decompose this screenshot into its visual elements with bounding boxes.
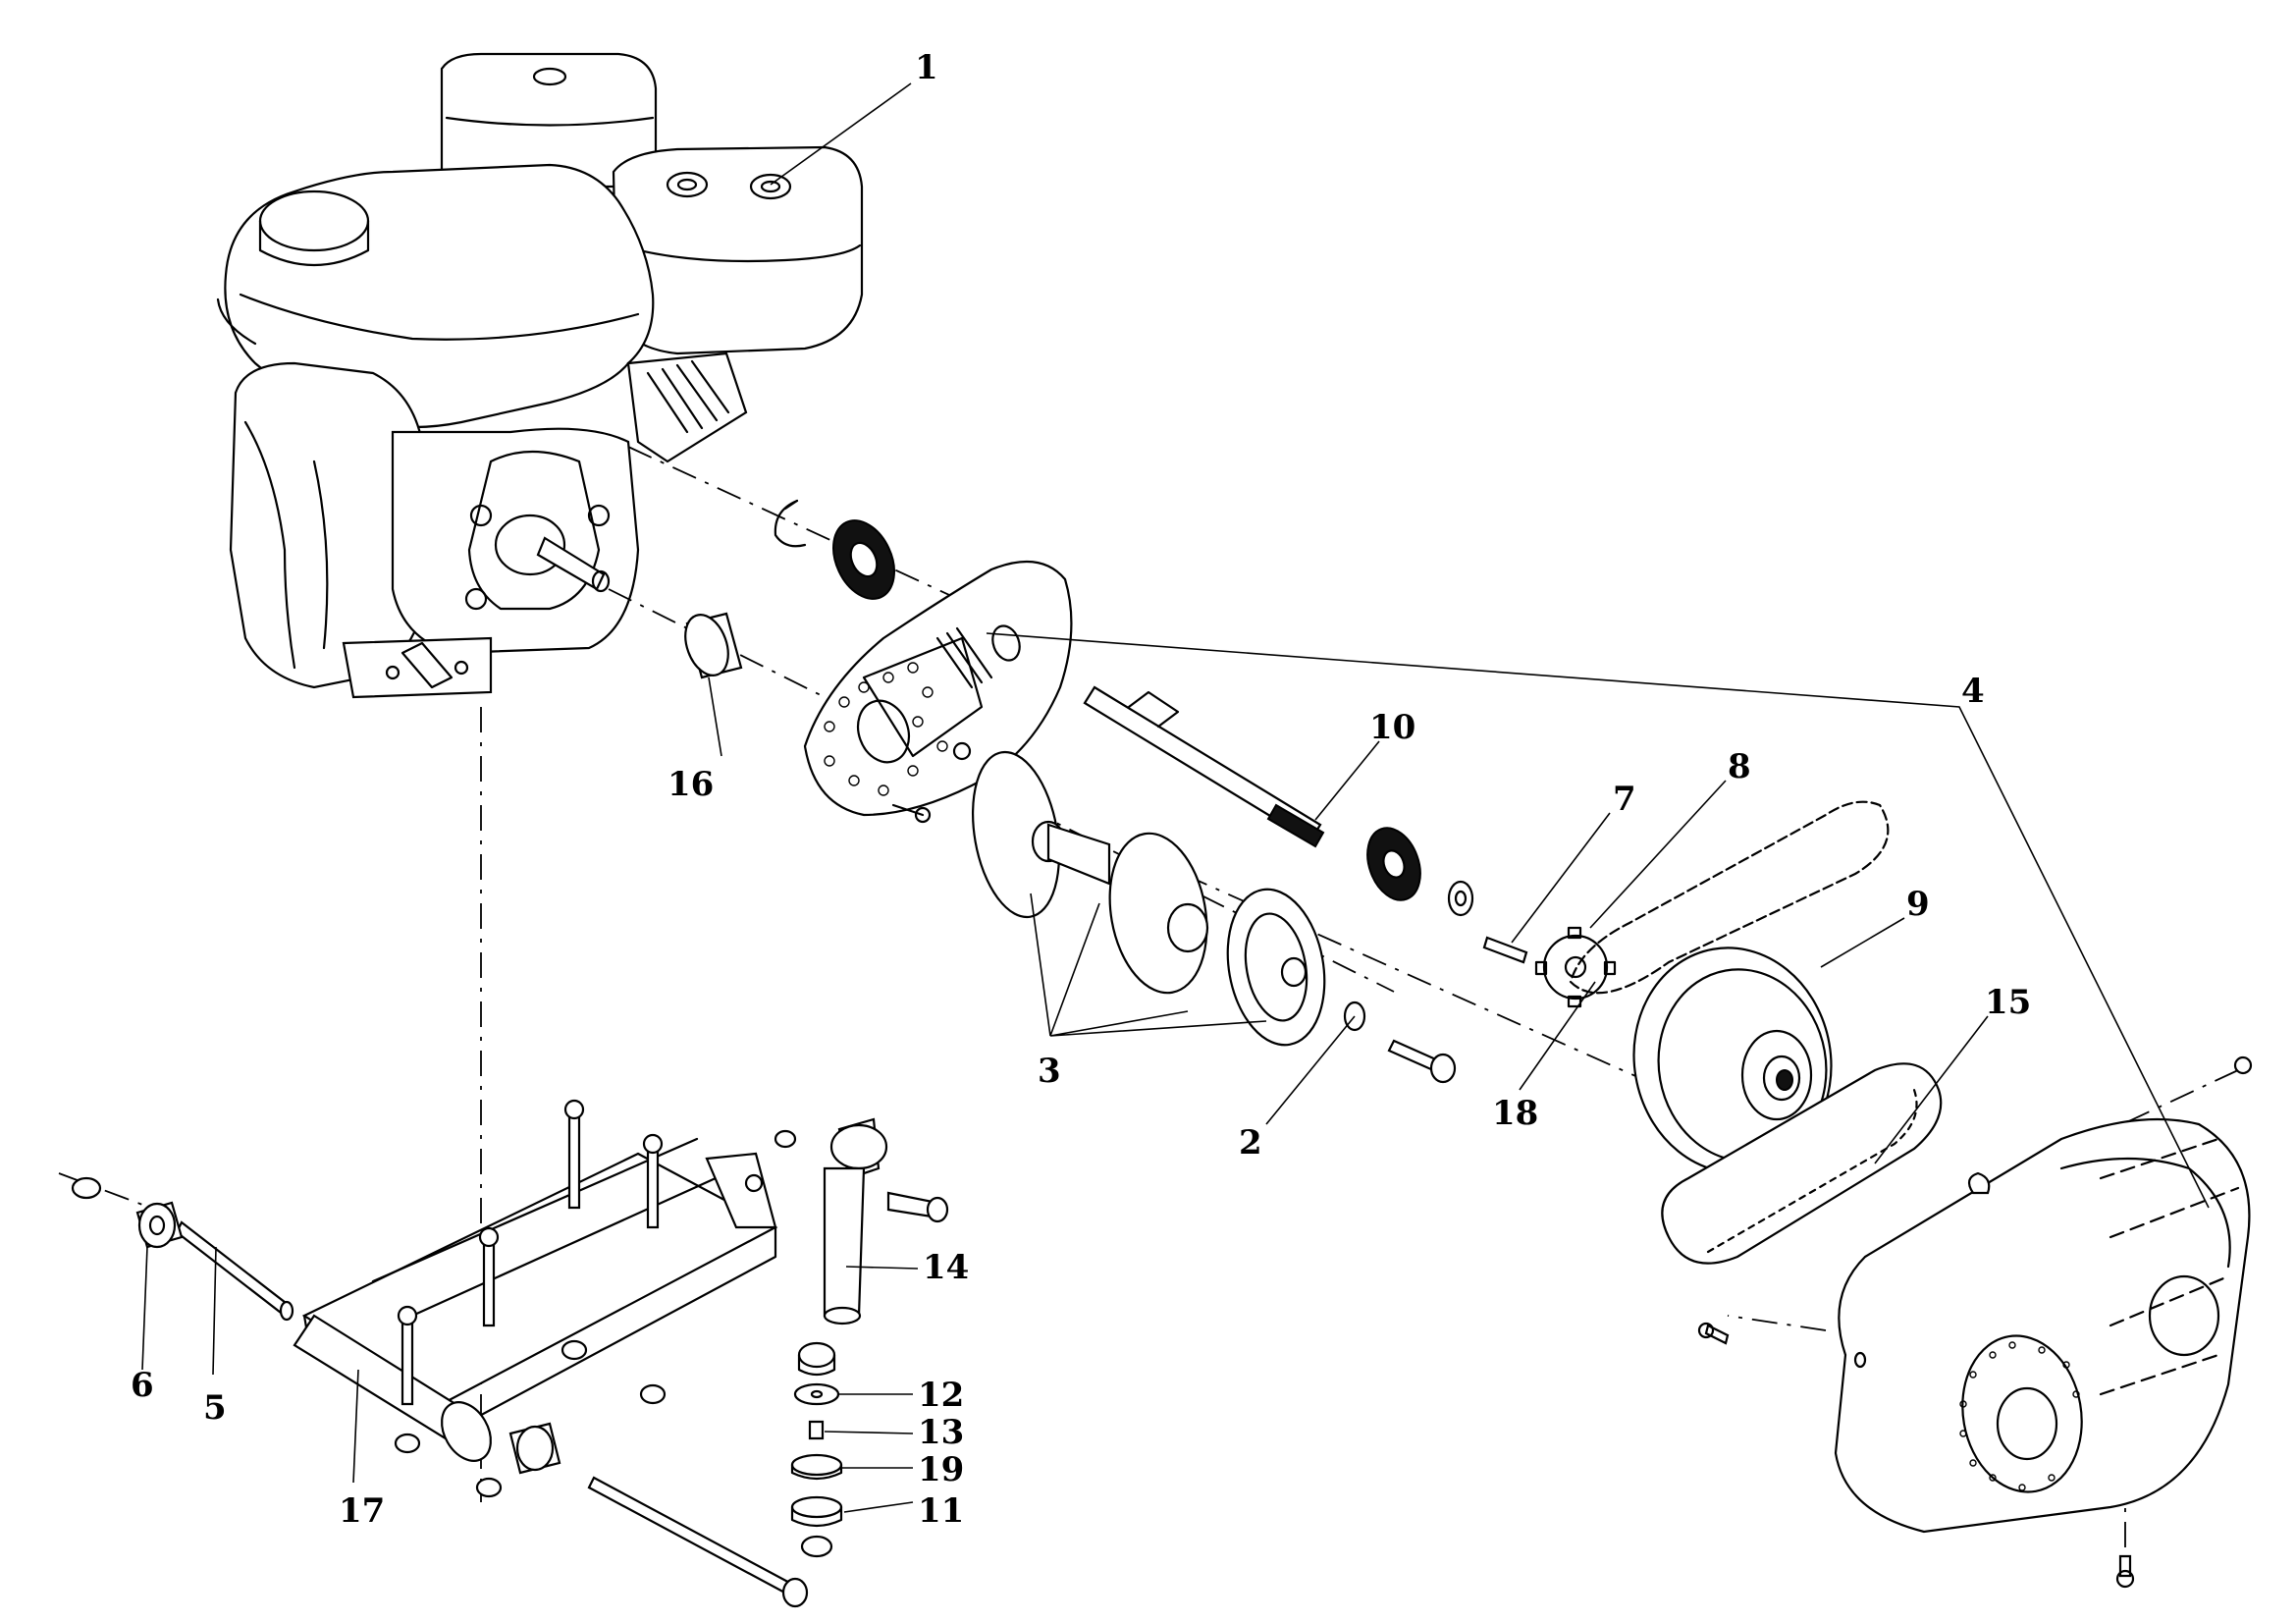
drive-clutch xyxy=(971,750,1326,1047)
ring-11 xyxy=(790,1495,843,1528)
spacer-washer xyxy=(1447,880,1474,917)
callout-18: 18 xyxy=(1492,1094,1538,1133)
clutch-cover-4 xyxy=(1697,1055,2253,1589)
mount-base-17 xyxy=(293,1099,778,1498)
callout-labels: 1 2 3 4 5 6 7 8 9 10 11 12 13 14 15 16 1… xyxy=(131,48,2031,1531)
bottom-nut xyxy=(800,1535,833,1558)
callout-13: 13 xyxy=(918,1413,964,1452)
bearing-upper xyxy=(832,519,895,600)
spacer-6 xyxy=(135,1201,184,1249)
callout-10: 10 xyxy=(1369,708,1415,747)
sprocket-8 xyxy=(1534,926,1617,1008)
callout-5: 5 xyxy=(203,1388,227,1428)
washer-12 xyxy=(793,1382,840,1406)
bushing-19 xyxy=(790,1453,843,1481)
nut-left xyxy=(71,1176,102,1200)
callout-4: 4 xyxy=(1961,672,1985,711)
washer-bolt-2 xyxy=(1343,1001,1457,1084)
key-7 xyxy=(1482,936,1528,964)
callout-12: 12 xyxy=(918,1376,964,1415)
callout-6: 6 xyxy=(131,1366,154,1405)
pin-13 xyxy=(808,1420,825,1440)
bearing-lower xyxy=(1366,827,1421,901)
leader-lines xyxy=(141,82,2210,1513)
callout-19: 19 xyxy=(918,1450,964,1489)
callout-17: 17 xyxy=(339,1491,385,1531)
callout-2: 2 xyxy=(1239,1123,1262,1163)
pivot-pin-5 xyxy=(175,1220,294,1322)
roller-chain-18 xyxy=(1569,800,1890,995)
callout-1: 1 xyxy=(915,48,938,87)
spacer-bottom xyxy=(508,1422,561,1475)
callout-15: 15 xyxy=(1985,983,2031,1022)
long-bolt xyxy=(587,1476,809,1608)
circlip xyxy=(774,499,807,548)
tension-arm-14 xyxy=(774,1117,949,1325)
drive-belt-15 xyxy=(1661,1062,1943,1265)
engine xyxy=(216,52,864,699)
callout-14: 14 xyxy=(923,1248,969,1287)
flange-nut xyxy=(797,1341,836,1377)
callout-3: 3 xyxy=(1038,1052,1061,1091)
jackshaft xyxy=(1083,685,1325,848)
driven-clutch-9 xyxy=(1632,947,1833,1174)
callout-7: 7 xyxy=(1613,780,1636,819)
callout-9: 9 xyxy=(1906,885,1930,924)
callout-11: 11 xyxy=(918,1491,964,1531)
bushing-16 xyxy=(684,612,743,679)
callout-16: 16 xyxy=(667,765,714,804)
callout-8: 8 xyxy=(1728,747,1751,786)
